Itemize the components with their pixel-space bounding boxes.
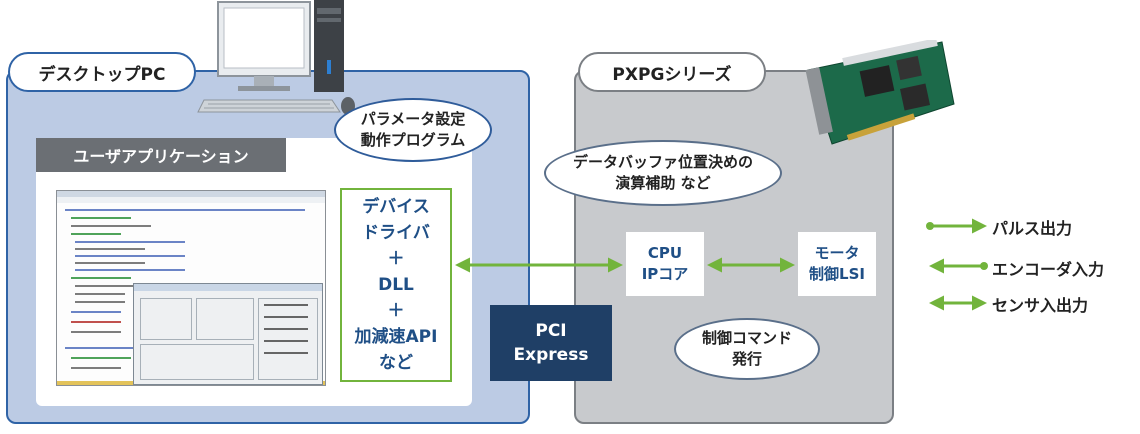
cpu-line1: CPU — [647, 244, 683, 262]
parameter-program-oval: パラメータ設定 動作プログラム — [334, 98, 492, 162]
data-buffer-oval: データバッファ位置決めの 演算補助 など — [544, 140, 782, 206]
control-command-oval: 制御コマンド 発行 — [674, 318, 820, 380]
driver-line3: ＋ — [387, 249, 405, 269]
pxpg-series-label: PXPGシリーズ — [578, 52, 766, 92]
buffer-oval-line1: データバッファ位置決めの — [572, 153, 753, 171]
lsi-line1: モータ — [814, 244, 860, 262]
sensor-io-label: センサ入出力 — [992, 296, 1089, 315]
param-oval-line1: パラメータ設定 — [360, 110, 466, 128]
control-oval-line1: 制御コマンド — [701, 329, 792, 347]
desktop-computer-icon — [197, 0, 355, 115]
encoder-input-label: エンコーダ入力 — [992, 260, 1105, 279]
driver-line5: ＋ — [387, 301, 405, 321]
driver-line7: など — [379, 353, 413, 373]
driver-line4: DLL — [378, 275, 414, 295]
lsi-line2: 制御LSI — [809, 265, 865, 283]
pci-board-icon — [805, 40, 955, 145]
desktop-pc-label: デスクトップPC — [8, 52, 196, 92]
control-oval-line2: 発行 — [731, 350, 762, 368]
device-driver-box: デバイス ドライバ ＋ DLL ＋ 加減速API など — [340, 188, 452, 382]
param-oval-line2: 動作プログラム — [360, 131, 466, 149]
motor-control-lsi-box: モータ 制御LSI — [798, 232, 876, 296]
buffer-oval-line2: 演算補助 など — [615, 174, 711, 192]
user-application-label: ユーザアプリケーション — [36, 138, 286, 172]
cpu-ip-core-box: CPU IPコア — [626, 232, 704, 296]
application-screenshot — [56, 190, 326, 386]
driver-line2: ドライバ — [362, 223, 430, 243]
pci-express-box: PCI Express — [490, 305, 612, 381]
cpu-line2: IPコア — [641, 265, 689, 283]
driver-line6: 加減速API — [354, 327, 438, 347]
pulse-output-label: パルス出力 — [992, 219, 1073, 238]
pci-line1: PCI — [535, 321, 567, 341]
settings-dialog-mockup — [133, 283, 323, 385]
driver-line1: デバイス — [362, 197, 430, 217]
pci-line2: Express — [513, 345, 589, 365]
